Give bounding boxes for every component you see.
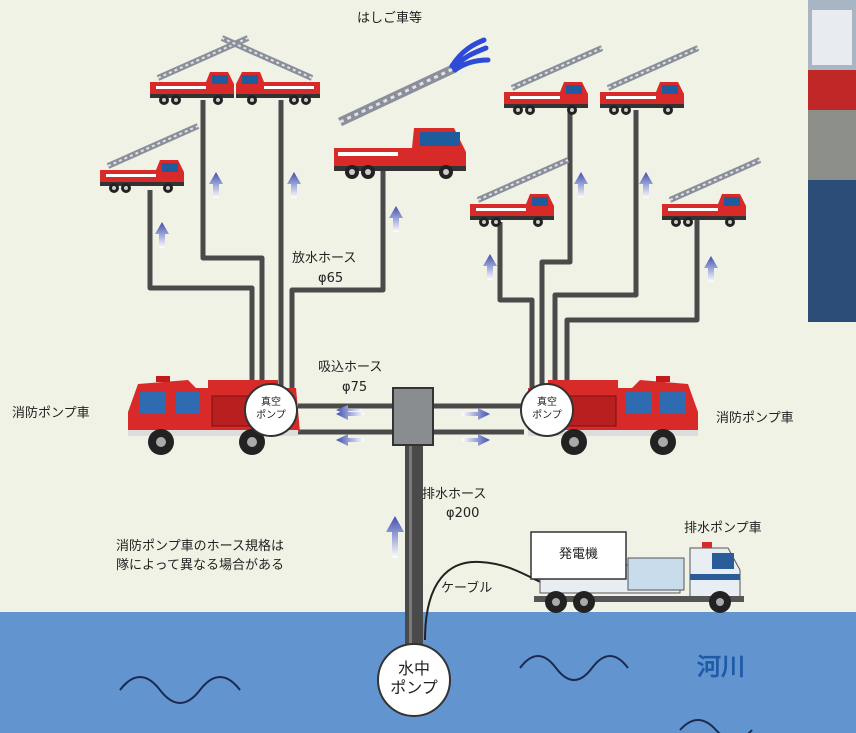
vacuum-pump-left-label: 真空 ポンプ bbox=[256, 397, 286, 421]
suction-diameter-label: φ75 bbox=[342, 380, 368, 395]
discharge-hose-label: 放水ホース bbox=[292, 251, 357, 266]
suction-hose-label: 吸込ホース bbox=[318, 360, 383, 375]
photo-inset bbox=[808, 0, 856, 322]
distribution-box bbox=[392, 387, 434, 446]
ladder-trucks-label: はしご車等 bbox=[357, 11, 423, 26]
ladder-truck bbox=[502, 44, 612, 115]
flow-arrow-up-icon bbox=[155, 172, 718, 558]
discharge-diameter-label: φ65 bbox=[318, 271, 344, 286]
wave-line bbox=[119, 676, 241, 704]
note-line-2: 隊によって異なる場合がある bbox=[116, 558, 284, 573]
water-spray-icon bbox=[449, 37, 491, 73]
drain-hose bbox=[405, 444, 423, 656]
suction-hoses bbox=[298, 403, 524, 435]
note-line-1: 消防ポンプ車のホース規格は bbox=[116, 539, 284, 554]
vacuum-pump-right bbox=[520, 383, 574, 437]
ladder-truck bbox=[660, 156, 770, 227]
flow-arrow-right-icon bbox=[462, 408, 490, 446]
discharge-hoses-right bbox=[497, 110, 700, 392]
submersible-pump bbox=[377, 643, 451, 717]
drain-hose-label: 排水ホース bbox=[422, 487, 487, 502]
vacuum-pump-right-label: 真空 ポンプ bbox=[532, 397, 562, 421]
wave-line bbox=[679, 719, 753, 733]
pump-truck-left-label: 消防ポンプ車 bbox=[12, 406, 90, 421]
pump-truck-right-label: 消防ポンプ車 bbox=[716, 411, 794, 426]
drain-diameter-label: φ200 bbox=[446, 506, 480, 521]
generator-label: 発電機 bbox=[558, 547, 598, 562]
submersible-pump-label: 水中 ポンプ bbox=[390, 659, 438, 698]
ladder-truck bbox=[468, 156, 578, 227]
ladder-truck bbox=[598, 44, 708, 115]
generator-box bbox=[530, 531, 627, 580]
flow-arrow-left-icon bbox=[336, 405, 364, 446]
drain-pump-truck-label: 排水ポンプ車 bbox=[684, 521, 762, 536]
ladder-truck-large bbox=[334, 37, 491, 179]
ladder-truck bbox=[98, 122, 208, 193]
cable-label: ケーブル bbox=[441, 581, 493, 596]
discharge-hoses-left bbox=[147, 100, 386, 392]
vacuum-pump-left bbox=[244, 383, 298, 437]
river-label: 河川 bbox=[697, 653, 745, 681]
wave-line bbox=[519, 655, 629, 681]
